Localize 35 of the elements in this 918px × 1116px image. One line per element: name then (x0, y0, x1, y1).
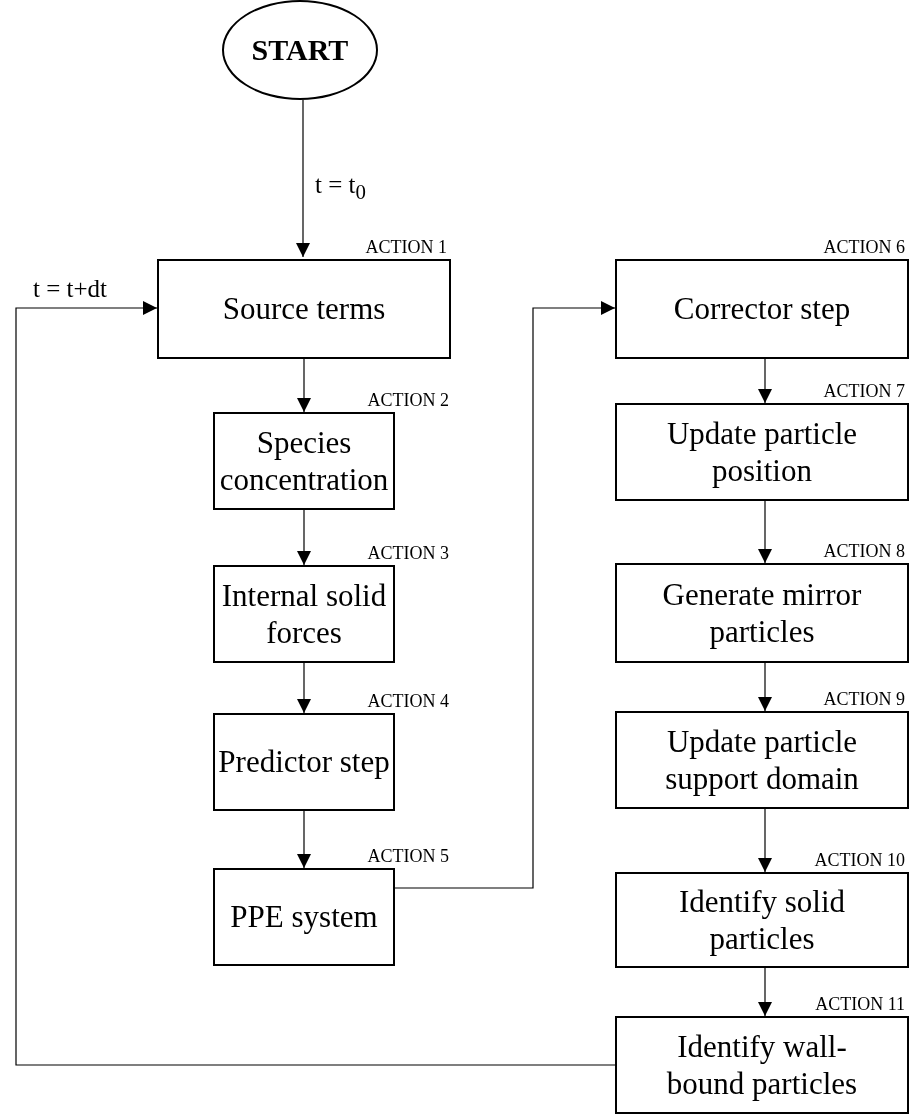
step-text: Identify wall-bound particles (665, 1027, 859, 1103)
action-label: ACTION 7 (823, 382, 905, 400)
action-label: ACTION 6 (823, 238, 905, 256)
step-text: Generate mirror particles (661, 575, 863, 651)
arrow (394, 301, 616, 889)
arrow (758, 500, 772, 564)
arrow (297, 810, 311, 869)
step-text: Species concentration (218, 423, 390, 499)
step-text: Internal solid forces (220, 576, 388, 652)
step-text: Update particle support domain (664, 722, 860, 798)
step-text: Identify solid particles (677, 882, 847, 958)
action-label: ACTION 2 (367, 391, 449, 409)
action-label: ACTION 10 (814, 851, 905, 869)
step-text: Update particle position (665, 414, 859, 490)
arrow (758, 662, 772, 712)
arrow (297, 509, 311, 566)
step-text: Source terms (222, 290, 386, 328)
step-text: Corrector step (673, 290, 851, 328)
action-label: ACTION 11 (815, 995, 905, 1013)
action-label: ACTION 5 (367, 847, 449, 865)
step-text: Predictor step (218, 743, 390, 781)
action-label: ACTION 8 (823, 542, 905, 560)
action-label: ACTION 9 (823, 690, 905, 708)
arrow (758, 967, 772, 1017)
step-text: START (251, 32, 349, 68)
arrow (758, 808, 772, 873)
arrow (15, 301, 616, 1066)
action-label: ACTION 3 (367, 544, 449, 562)
arrow (296, 99, 310, 258)
arrow (758, 358, 772, 404)
arrow (297, 662, 311, 714)
action-label: ACTION 1 (365, 238, 447, 256)
arrow (297, 358, 311, 413)
action-label: ACTION 4 (367, 692, 449, 710)
step-text: PPE system (230, 898, 378, 936)
